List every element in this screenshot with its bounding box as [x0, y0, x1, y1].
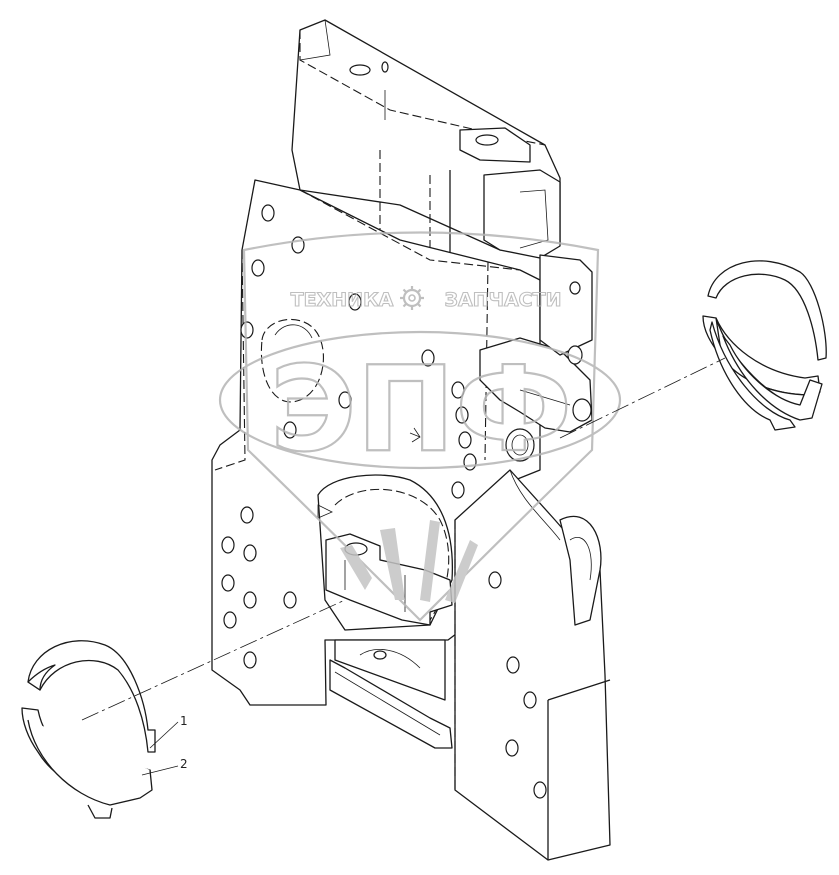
centerline-right — [559, 357, 726, 439]
wheat-emblem — [340, 520, 478, 603]
watermark-brand-left: ТЕХНИКА — [291, 289, 394, 311]
gear-icon — [400, 286, 424, 310]
watermark-brand-right: ЗАПЧАСТИ — [445, 289, 562, 311]
callout-leaders — [141, 721, 179, 776]
thrust-washer-right — [702, 260, 827, 431]
callout-1-label: 1 — [180, 714, 188, 728]
watermark-logo-text: ЭПФ — [270, 340, 572, 478]
centerline-left — [81, 599, 346, 721]
callout-2-label: 2 — [180, 757, 188, 771]
thrust-washer-left — [21, 640, 156, 819]
watermark: ТЕХНИКА ЗАПЧАСТИ ЭПФ — [218, 231, 622, 622]
